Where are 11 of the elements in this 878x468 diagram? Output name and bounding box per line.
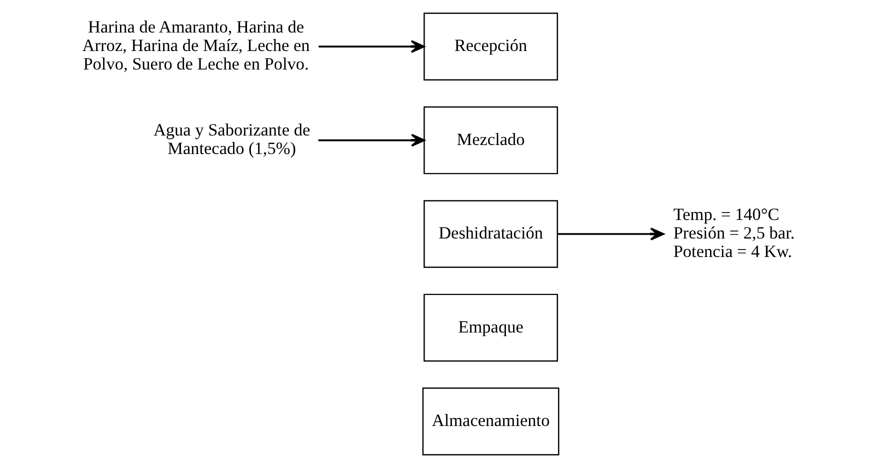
node-box: Mezclado bbox=[424, 106, 558, 174]
node-box: Empaque bbox=[424, 294, 558, 362]
arrow bbox=[318, 134, 426, 147]
node-text: Agua y Saborizante de Mantecado (1,5%) bbox=[153, 120, 310, 158]
node-box: Recepción bbox=[424, 12, 558, 80]
arrow bbox=[558, 228, 664, 240]
arrow bbox=[318, 40, 425, 53]
node-text: Temp. = 140°C Presión = 2,5 bar. Potencia = 4 Kw. bbox=[673, 205, 795, 262]
node-box: Deshidratación bbox=[424, 200, 558, 268]
node-box: Almacenamiento bbox=[422, 388, 560, 456]
node-text: Harina de Amaranto, Harina de Arroz, Harina de Maíz, Leche en Polvo, Suero de Leche en Polvo. bbox=[82, 18, 310, 74]
